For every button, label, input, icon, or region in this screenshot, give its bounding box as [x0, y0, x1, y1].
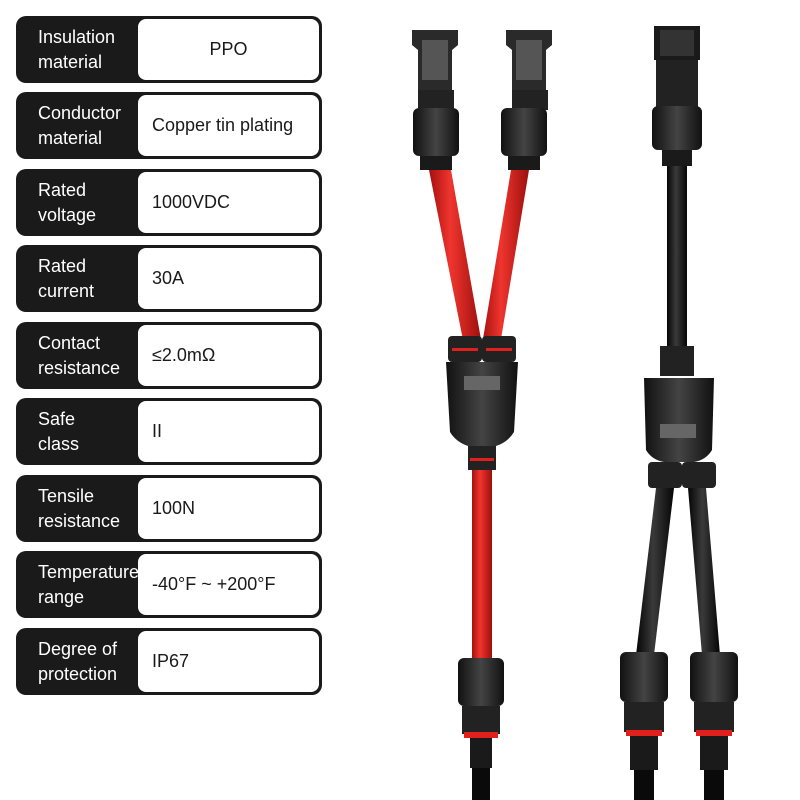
- spec-value: IP67: [138, 631, 319, 692]
- spec-row-safe-class: Safe class II: [16, 398, 322, 465]
- spec-value: 100N: [138, 478, 319, 539]
- black-top-connector: [652, 26, 702, 166]
- spec-value: 30A: [138, 248, 319, 309]
- red-y-junction: [446, 336, 518, 470]
- black-y-junction: [644, 346, 716, 488]
- spec-value: PPO: [138, 19, 319, 80]
- black-bottom-left-connector: [620, 652, 668, 800]
- spec-row-degree-of-protection: Degree of protection IP67: [16, 628, 322, 695]
- spec-row-rated-voltage: Rated voltage 1000VDC: [16, 169, 322, 236]
- black-y-cable: [620, 26, 738, 800]
- spec-label: Rated current: [38, 255, 95, 301]
- spec-label: Tensile resistance: [38, 485, 121, 531]
- spec-value: II: [138, 401, 319, 462]
- red-bottom-connector: [458, 658, 504, 800]
- spec-value: Copper tin plating: [138, 95, 319, 156]
- spec-label: Rated voltage: [38, 179, 97, 225]
- red-y-cable: [412, 30, 552, 800]
- spec-row-temperature-range: Temperature range -40°F ~ +200°F: [16, 551, 322, 618]
- red-top-left-connector: [412, 30, 459, 170]
- black-bottom-right-connector: [690, 652, 738, 800]
- product-photo: [412, 26, 738, 800]
- spec-label: Contact resistance: [38, 332, 121, 378]
- spec-value: -40°F ~ +200°F: [138, 554, 319, 615]
- spec-label: Temperature range: [38, 561, 140, 607]
- spec-row-conductor-material: Conductor material Copper tin plating: [16, 92, 322, 159]
- spec-label: Safe class: [38, 408, 80, 454]
- spec-value: 1000VDC: [138, 172, 319, 233]
- spec-row-contact-resistance: Contact resistance ≤2.0mΩ: [16, 322, 322, 389]
- red-top-right-connector: [501, 30, 552, 170]
- spec-label: Insulation material: [38, 26, 116, 72]
- spec-value: ≤2.0mΩ: [138, 325, 319, 386]
- spec-label: Degree of protection: [38, 638, 118, 684]
- spec-row-rated-current: Rated current 30A: [16, 245, 322, 312]
- spec-row-insulation-material: Insulation material PPO: [16, 16, 322, 83]
- spec-label: Conductor material: [38, 102, 122, 148]
- spec-row-tensile-resistance: Tensile resistance 100N: [16, 475, 322, 542]
